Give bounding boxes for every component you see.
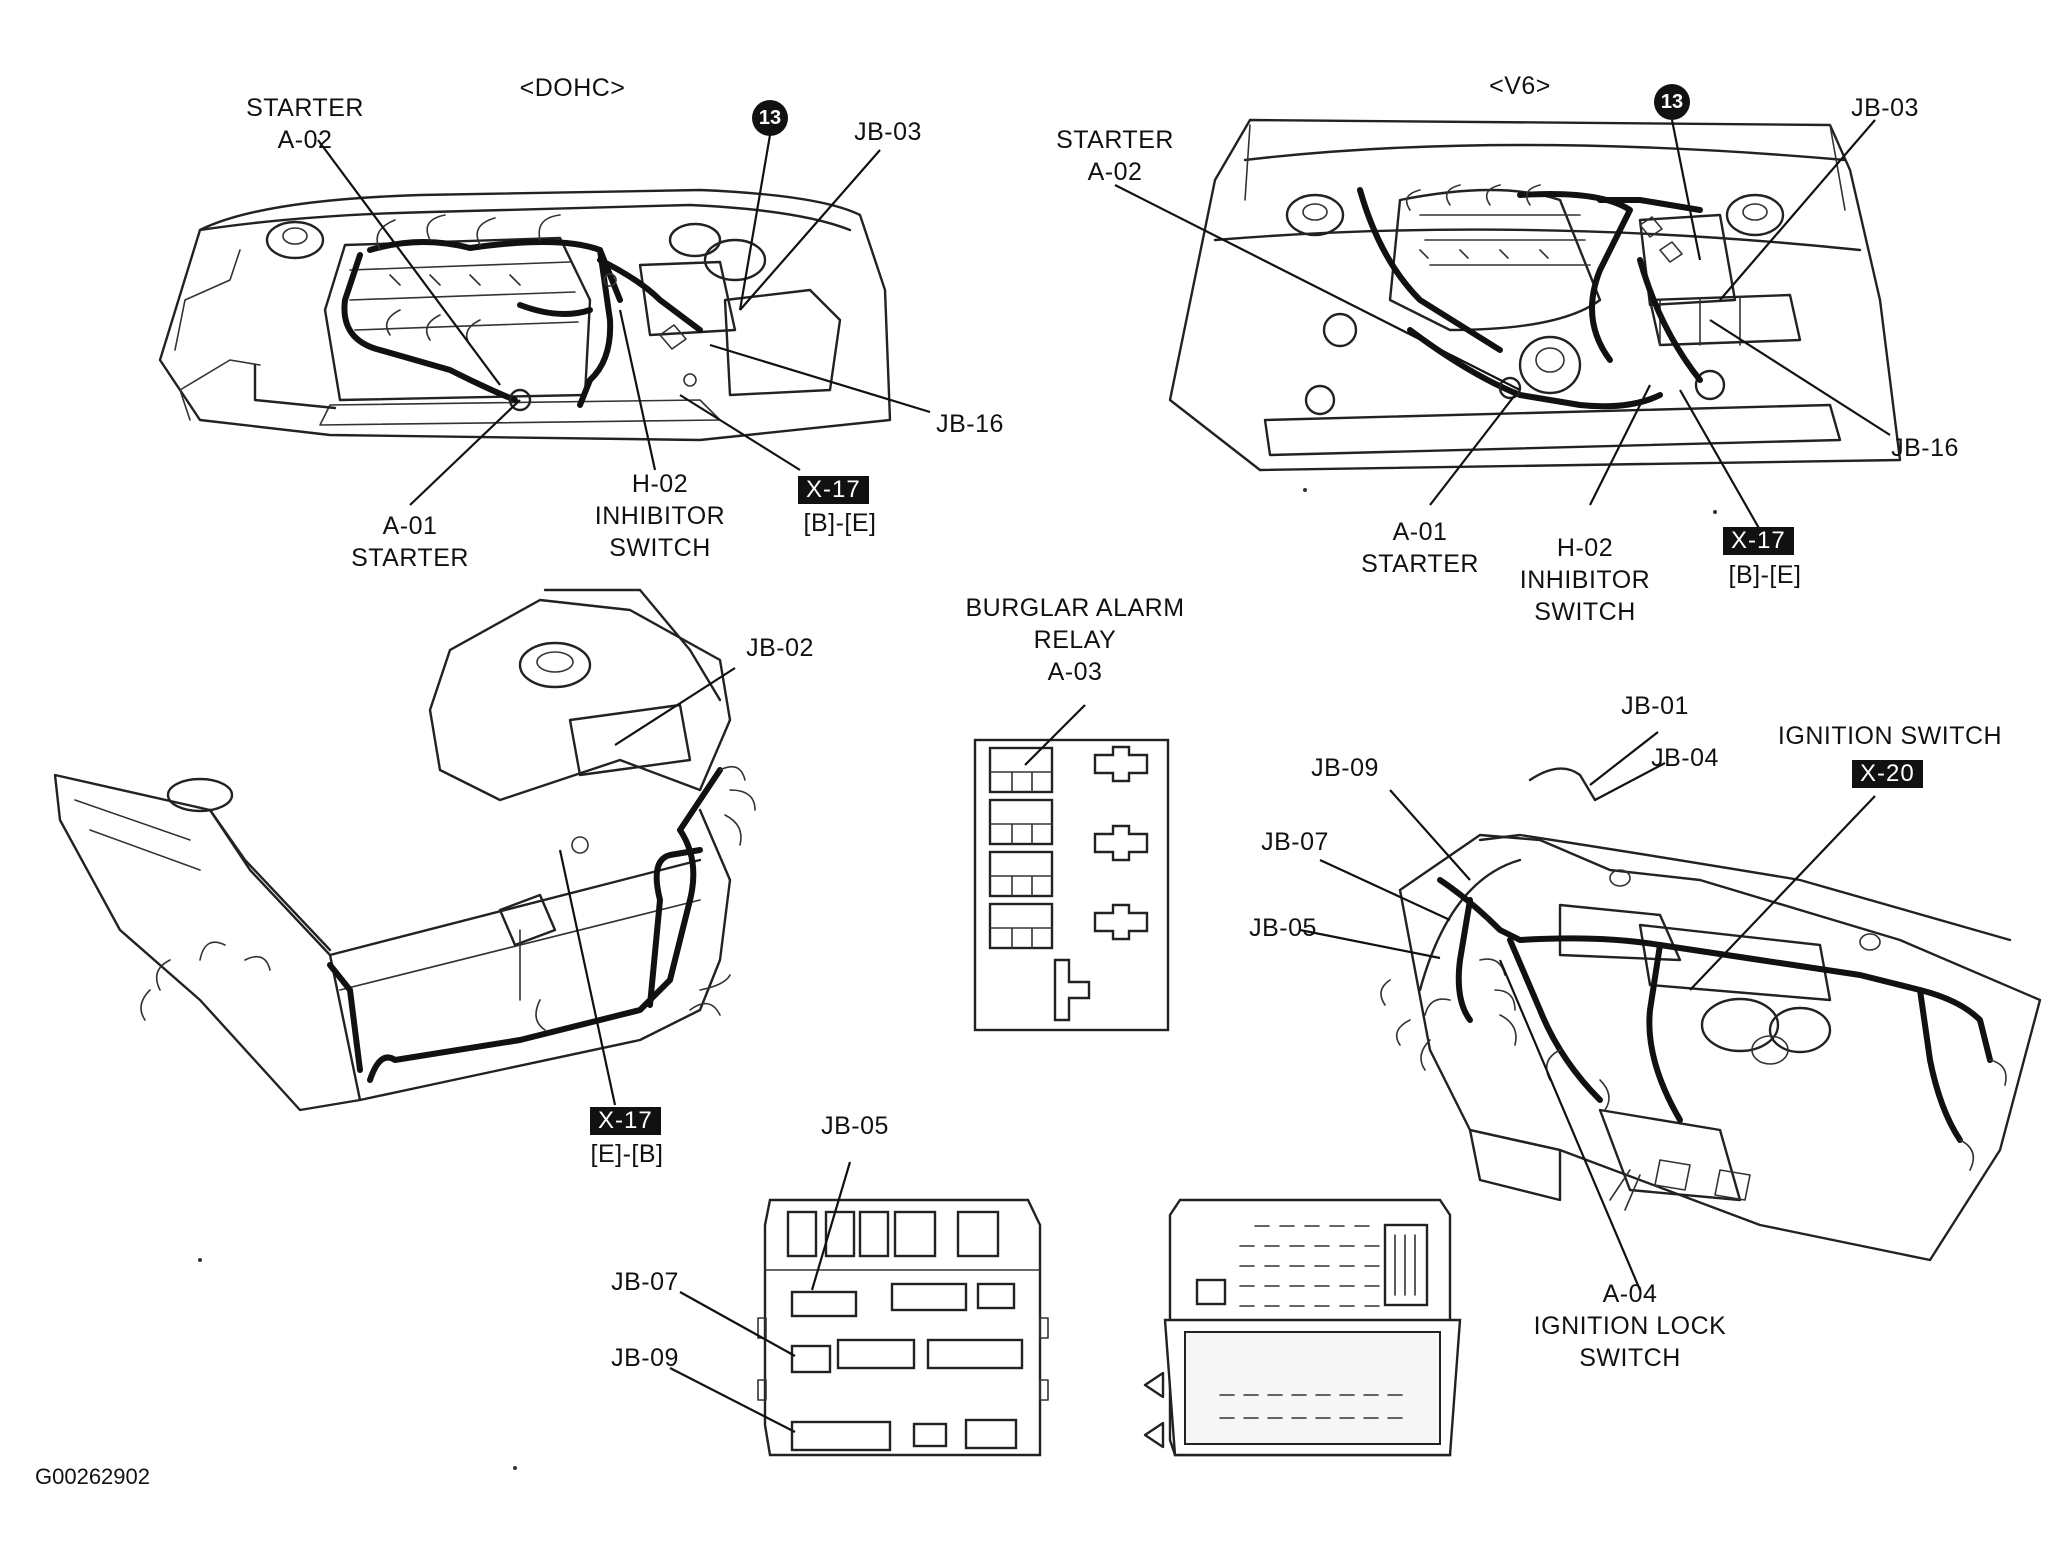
dohc-jb16-label: JB-16 bbox=[936, 410, 1004, 438]
dash-jb04-label: JB-04 bbox=[1651, 744, 1719, 772]
v6-starter-a02-label: STARTER A-02 bbox=[1050, 124, 1180, 188]
junction-box-rear-drawing bbox=[1143, 1198, 1462, 1457]
ignition-x20-badge: X-20 bbox=[1852, 760, 1923, 788]
v6-jb03-label: JB-03 bbox=[1851, 94, 1919, 122]
v6-a01-starter-label: A-01 STARTER bbox=[1355, 516, 1485, 580]
dash-harness-drawing bbox=[1380, 767, 2042, 1262]
dohc-a01-starter-label: A-01 STARTER bbox=[345, 510, 475, 574]
v6-starter-a02-line1: STARTER bbox=[1056, 126, 1174, 154]
ignition-switch-label: IGNITION SWITCH bbox=[1777, 722, 2003, 750]
ignition-lock-switch-label: A-04 IGNITION LOCK SWITCH bbox=[1520, 1278, 1740, 1374]
dohc-a01-line2: STARTER bbox=[351, 544, 469, 572]
dohc-leader-lines bbox=[317, 134, 931, 506]
dohc-view-title: <DOHC> bbox=[519, 74, 626, 102]
v6-x17-range: [B]-[E] bbox=[1728, 561, 1802, 589]
junction-jb05-label: JB-05 bbox=[821, 1112, 889, 1140]
front-jb02-label: JB-02 bbox=[746, 634, 814, 662]
dohc-callout-13: 13 bbox=[752, 100, 788, 136]
dohc-engine-bay-drawing bbox=[158, 188, 892, 442]
a04-line3: SWITCH bbox=[1579, 1344, 1681, 1372]
junction-jb09-label: JB-09 bbox=[611, 1344, 679, 1372]
dohc-a01-line1: A-01 bbox=[382, 512, 438, 540]
dohc-h02-line3: SWITCH bbox=[609, 534, 711, 562]
v6-h02-line2: INHIBITOR bbox=[1519, 566, 1651, 594]
front-x17-range: [E]-[B] bbox=[590, 1140, 664, 1168]
front-x17-badge: X-17 bbox=[590, 1107, 661, 1135]
dash-jb05-label: JB-05 bbox=[1249, 914, 1317, 942]
front-leader-lines bbox=[558, 667, 736, 1106]
dash-jb07-label: JB-07 bbox=[1261, 828, 1329, 856]
dash-leader-lines bbox=[1299, 731, 1876, 1291]
a04-line1: A-04 bbox=[1602, 1280, 1658, 1308]
front-harness-drawing bbox=[53, 588, 756, 1112]
a04-line2: IGNITION LOCK bbox=[1533, 1312, 1727, 1340]
v6-view-title: <V6> bbox=[1489, 72, 1551, 100]
v6-starter-a02-line2: A-02 bbox=[1087, 158, 1143, 186]
dohc-starter-a02-label: STARTER A-02 bbox=[240, 92, 370, 156]
relay-line2: RELAY bbox=[1033, 626, 1117, 654]
v6-x17-badge: X-17 bbox=[1723, 527, 1794, 555]
dash-jb09-label: JB-09 bbox=[1311, 754, 1379, 782]
v6-h02-inhibitor-label: H-02 INHIBITOR SWITCH bbox=[1515, 532, 1655, 628]
dohc-h02-inhibitor-label: H-02 INHIBITOR SWITCH bbox=[590, 468, 730, 564]
relay-box-drawing bbox=[973, 704, 1170, 1032]
junction-box-front-drawing bbox=[669, 1161, 1049, 1457]
figure-code: G00262902 bbox=[35, 1464, 150, 1489]
dohc-x17-badge: X-17 bbox=[798, 476, 869, 504]
dohc-starter-a02-line1: STARTER bbox=[246, 94, 364, 122]
dash-jb01-label: JB-01 bbox=[1621, 692, 1689, 720]
relay-line1: BURGLAR ALARM bbox=[965, 594, 1185, 622]
v6-a01-line1: A-01 bbox=[1392, 518, 1448, 546]
dohc-x17-range: [B]-[E] bbox=[803, 509, 877, 537]
v6-callout-13: 13 bbox=[1654, 84, 1690, 120]
v6-a01-line2: STARTER bbox=[1361, 550, 1479, 578]
relay-line3: A-03 bbox=[1047, 658, 1103, 686]
dohc-h02-line2: INHIBITOR bbox=[594, 502, 726, 530]
burglar-alarm-relay-label: BURGLAR ALARM RELAY A-03 bbox=[955, 592, 1195, 688]
dohc-jb03-label: JB-03 bbox=[854, 118, 922, 146]
v6-h02-line1: H-02 bbox=[1556, 534, 1614, 562]
dohc-h02-line1: H-02 bbox=[631, 470, 689, 498]
v6-leader-lines bbox=[1114, 119, 1891, 531]
dohc-starter-a02-line2: A-02 bbox=[277, 126, 333, 154]
v6-h02-line3: SWITCH bbox=[1534, 598, 1636, 626]
v6-jb16-label: JB-16 bbox=[1891, 434, 1959, 462]
junction-jb07-label: JB-07 bbox=[611, 1268, 679, 1296]
v6-engine-bay-drawing bbox=[1168, 118, 1902, 472]
speck-marks bbox=[198, 488, 1717, 1470]
